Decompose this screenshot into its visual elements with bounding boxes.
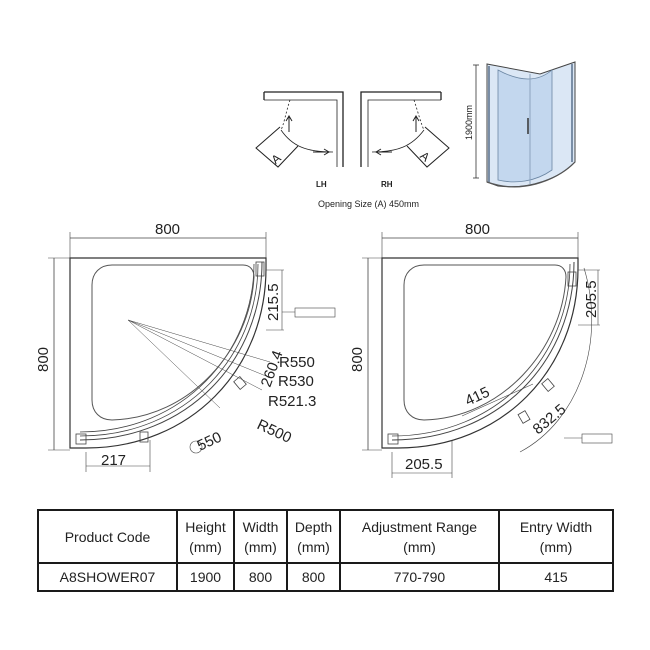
left-dim-r521-3: R521.3 (268, 393, 316, 410)
left-dim-217: 217 (101, 452, 126, 469)
right-plan-height-label: 800 (349, 347, 366, 372)
cell-depth: 800 (286, 562, 341, 592)
right-dim-205-5-side: 205.5 (583, 280, 600, 318)
header-adjustment-range: Adjustment Range(mm) (339, 509, 500, 564)
header-width: Width(mm) (233, 509, 288, 564)
left-dim-215-5: 215.5 (265, 283, 282, 321)
technical-diagram: A LH A RH Opening Size (A) 450mm 1900mm (35, 61, 613, 478)
rh-a-label: A (417, 149, 432, 165)
table-header-row: Product Code Height(mm) Width(mm) Depth(… (37, 509, 614, 564)
header-product-code: Product Code (37, 509, 178, 564)
lh-label: LH (316, 180, 327, 189)
cell-entry-width: 415 (498, 562, 614, 592)
right-plan-width-label: 800 (465, 221, 490, 238)
left-plan-view (48, 232, 336, 472)
left-dim-r500: R500 (254, 416, 294, 447)
header-entry-width: Entry Width(mm) (498, 509, 614, 564)
right-dim-205-5-bottom: 205.5 (405, 456, 443, 473)
left-dim-550: 550 (195, 429, 225, 455)
spec-table: Product Code Height(mm) Width(mm) Depth(… (37, 509, 614, 592)
cell-product-code: A8SHOWER07 (37, 562, 178, 592)
enclosure-height-label: 1900mm (464, 105, 474, 140)
cell-height: 1900 (176, 562, 235, 592)
left-dim-r530: R530 (278, 373, 314, 390)
enclosure-3d-illustration (473, 61, 576, 188)
lh-a-label: A (269, 151, 284, 167)
right-dim-415: 415 (463, 384, 493, 410)
lh-opening-diagram (255, 91, 344, 168)
left-plan-height-label: 800 (35, 347, 52, 372)
left-dim-r550: R550 (279, 354, 315, 371)
table-row: A8SHOWER07 1900 800 800 770-790 415 (37, 562, 614, 592)
rh-label: RH (381, 180, 393, 189)
left-plan-width-label: 800 (155, 221, 180, 238)
right-plan-view (362, 232, 613, 478)
rh-opening-diagram (360, 91, 450, 168)
header-depth: Depth(mm) (286, 509, 341, 564)
right-dim-832-5: 832.5 (530, 401, 570, 438)
opening-size-caption: Opening Size (A) 450mm (318, 199, 419, 209)
header-height: Height(mm) (176, 509, 235, 564)
cell-width: 800 (233, 562, 288, 592)
cell-adjustment-range: 770-790 (339, 562, 500, 592)
